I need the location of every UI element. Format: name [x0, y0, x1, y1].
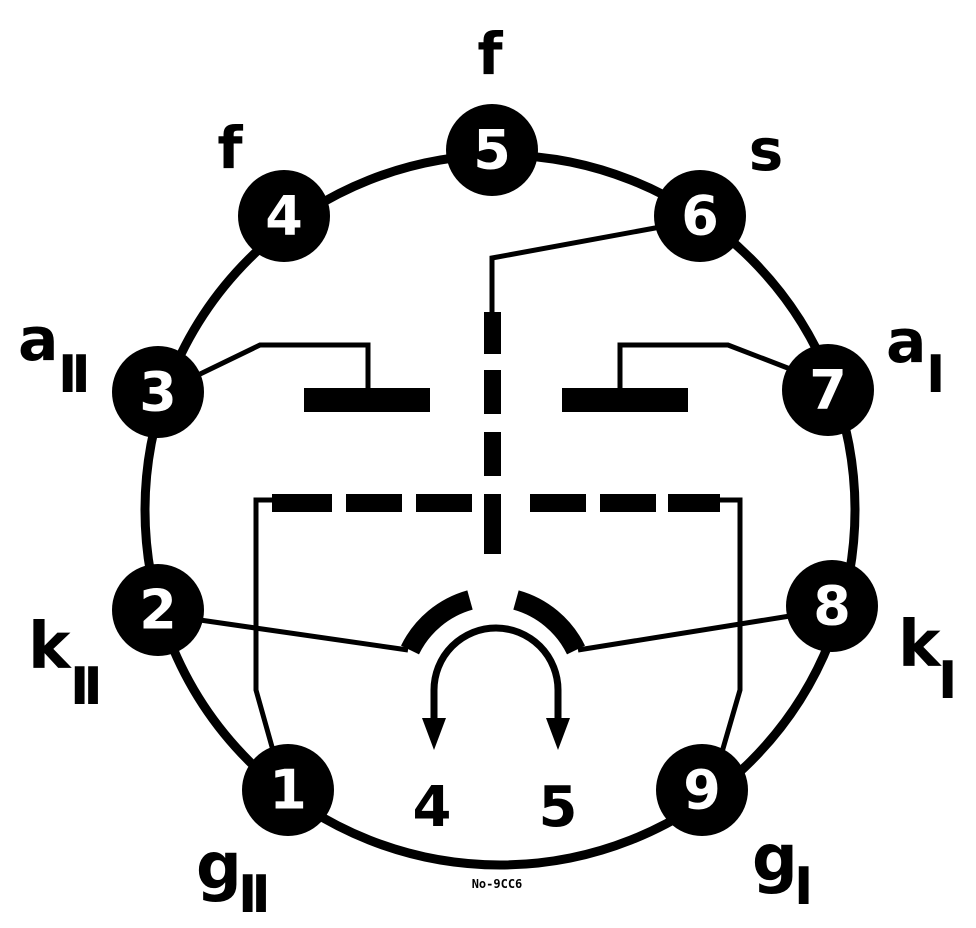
shield-wire — [489, 223, 667, 316]
pin-3: 3 — [112, 346, 204, 438]
svg-text:2: 2 — [139, 579, 177, 642]
svg-text:5: 5 — [473, 119, 511, 182]
svg-text:1: 1 — [269, 759, 307, 822]
grid-i-dashes — [530, 494, 720, 512]
heater-label-4: 4 — [413, 775, 452, 840]
svg-text:a: a — [18, 305, 59, 375]
heater-label-5: 5 — [539, 775, 578, 840]
svg-text:6: 6 — [681, 185, 719, 248]
anode-i-wire — [617, 342, 799, 396]
label-pin-5: f — [477, 20, 503, 88]
label-pin-9: g I — [752, 822, 813, 917]
svg-text:I: I — [938, 651, 957, 711]
svg-text:k: k — [28, 610, 72, 684]
svg-text:k: k — [898, 608, 942, 682]
svg-text:I: I — [926, 345, 945, 405]
pin-6: 6 — [654, 170, 746, 262]
heater-arrow-left — [422, 718, 446, 750]
svg-text:9: 9 — [683, 759, 721, 822]
cathode-ii-wire — [199, 617, 409, 653]
pin-2: 2 — [112, 564, 204, 656]
label-pin-6: s — [749, 116, 784, 184]
svg-text:g: g — [196, 830, 242, 904]
pin-7: 7 — [782, 344, 874, 436]
cathode-i — [512, 590, 585, 655]
label-pin-7: a I — [886, 307, 945, 405]
pin-9: 9 — [656, 744, 748, 836]
label-pin-3: a II — [18, 305, 92, 405]
grid-i-wire — [716, 497, 743, 753]
heater-arrow-right — [546, 718, 570, 750]
svg-text:a: a — [886, 307, 927, 377]
grid-ii-dashes — [272, 494, 472, 512]
anode-ii-wire — [194, 342, 371, 396]
anode-i-plate — [562, 388, 688, 412]
svg-text:4: 4 — [265, 185, 303, 248]
cathode-ii — [401, 590, 474, 655]
pin-8: 8 — [786, 560, 878, 652]
svg-text:3: 3 — [139, 361, 177, 424]
label-pin-4: f — [217, 114, 243, 182]
shield-dashes — [484, 312, 501, 554]
cathode-i-wire — [577, 613, 791, 653]
svg-text:II: II — [58, 345, 86, 405]
label-pin-8: k I — [898, 608, 957, 711]
svg-text:II: II — [70, 657, 98, 717]
svg-text:8: 8 — [813, 575, 851, 638]
pin-4: 4 — [238, 170, 330, 262]
anode-ii-plate — [304, 388, 430, 412]
svg-text:I: I — [794, 857, 813, 917]
grid-ii-wire — [253, 497, 277, 755]
svg-text:g: g — [752, 822, 798, 896]
pin-1: 1 — [242, 744, 334, 836]
heater-arc — [430, 624, 562, 720]
diagram-code: No-9CC6 — [472, 877, 523, 891]
label-pin-2: k II — [28, 610, 104, 717]
pin-5: 5 — [446, 104, 538, 196]
svg-text:7: 7 — [809, 359, 847, 422]
svg-text:II: II — [238, 865, 266, 925]
label-pin-1: g II — [196, 830, 272, 925]
